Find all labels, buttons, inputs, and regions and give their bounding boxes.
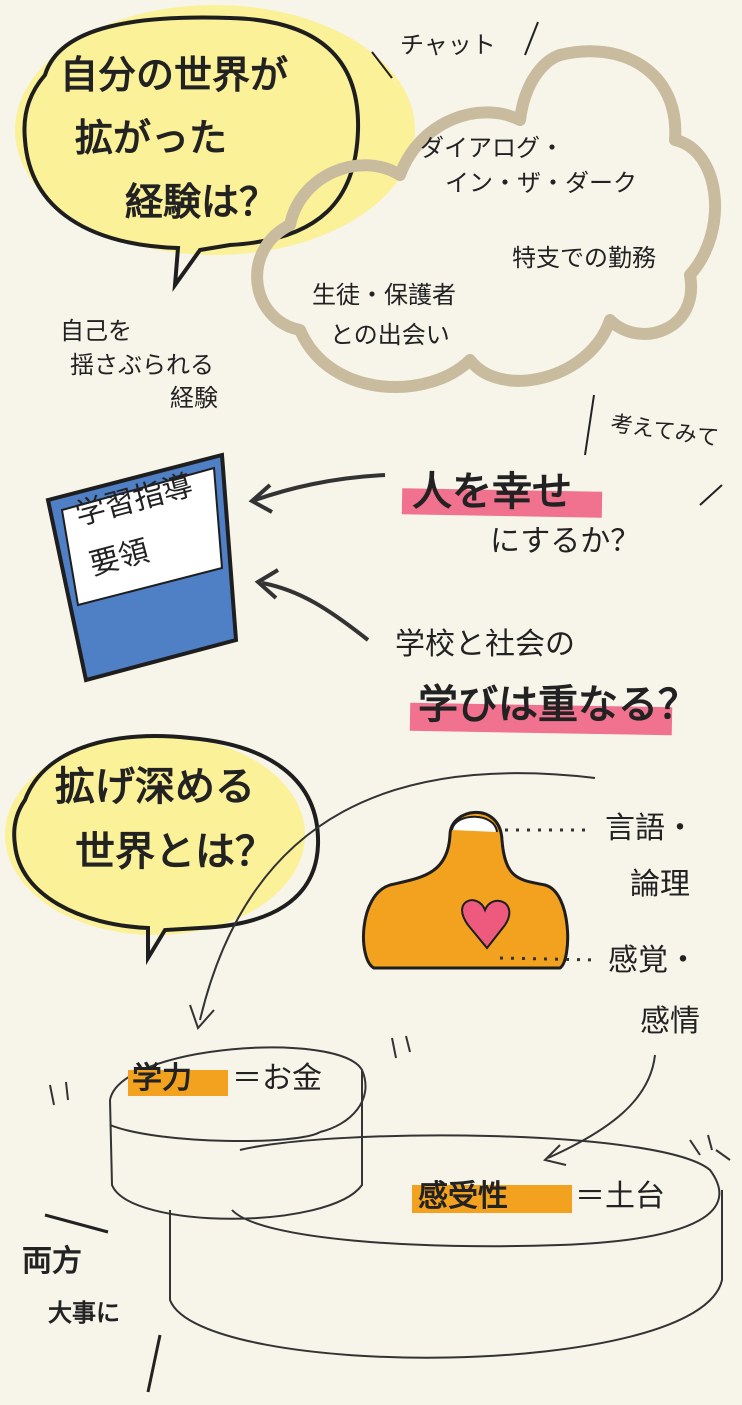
spark-marks-right: [689, 1134, 731, 1161]
chat-tick-right: [524, 21, 539, 56]
bubble1-line-3: 経験は？: [125, 180, 278, 224]
highlight-academic: [128, 1070, 228, 1096]
logic-label: 論理: [630, 867, 690, 902]
q2-highlight-text: 学びは重なる？: [418, 682, 698, 728]
students-line-1: 生徒・保護者: [312, 281, 456, 309]
highlight-sensitivity: [412, 1185, 572, 1213]
spark-marks-top: [391, 1035, 411, 1059]
highlight-q1: [401, 488, 603, 518]
bubble2-line-1: 拡げ深める: [55, 764, 255, 810]
highlight-q2: [409, 702, 673, 736]
arrow-q1-head: [248, 483, 273, 514]
q2-line-1: 学校と社会の: [395, 627, 575, 662]
shake-line-1: 自己を: [60, 317, 132, 345]
arrow-q2-head: [254, 568, 280, 600]
think-slash-left: [584, 394, 595, 456]
dialogue-line-2: イン・ザ・ダーク: [445, 169, 637, 197]
shake-line-3: 経験: [170, 384, 218, 412]
bottom-cylinder: [169, 1134, 723, 1359]
heart-icon: [461, 899, 511, 950]
bubble1-line-1: 自分の世界が: [60, 53, 289, 97]
sense-label: 感覚・: [608, 943, 698, 978]
cloud-shape: [251, 45, 722, 394]
arrow-q1: [254, 473, 386, 502]
both-slash-bottom: [146, 1334, 162, 1393]
dialogue-line-1: ダイアログ・: [420, 134, 564, 162]
arrow-q2: [261, 581, 370, 642]
think-slash-right: [699, 484, 723, 506]
bubble1-line-2: 拡がった: [75, 116, 228, 160]
both-line-2: 大事に: [48, 1299, 120, 1327]
person-figure: [362, 810, 596, 970]
both-line-1: 両方: [22, 1244, 82, 1279]
q1-highlight-text: 人を幸せ: [412, 469, 572, 515]
arrow-to-sensitivity: [547, 1054, 656, 1159]
spark-marks-left: [49, 1081, 69, 1106]
both-slash-top: [44, 1213, 109, 1234]
shake-line-2: 揺さぶられる: [70, 351, 214, 379]
bubble2-line-2: 世界とは？: [75, 829, 275, 875]
academic-ability-label: 学力: [132, 1061, 192, 1096]
chat-tick-left: [371, 51, 393, 79]
special-support-label: 特支での勤務: [512, 244, 656, 272]
q1-rest-text: にするか？: [490, 524, 641, 559]
language-label: 言語・: [605, 811, 695, 846]
academic-ability-equals-money: ＝お金: [232, 1061, 322, 1096]
book-illustration: [45, 452, 239, 683]
sensitivity-label: 感受性: [418, 1179, 508, 1214]
top-speech-bubble: [15, 5, 415, 293]
second-speech-bubble: [5, 734, 321, 966]
emotion-label: 感情: [640, 1004, 700, 1039]
top-cylinder: [109, 1046, 367, 1220]
chat-label: チャット: [400, 31, 496, 59]
arrow-to-academic: [199, 772, 596, 1021]
students-line-2: との出会い: [330, 321, 450, 349]
sensitivity-equals-foundation: ＝土台: [575, 1179, 665, 1214]
